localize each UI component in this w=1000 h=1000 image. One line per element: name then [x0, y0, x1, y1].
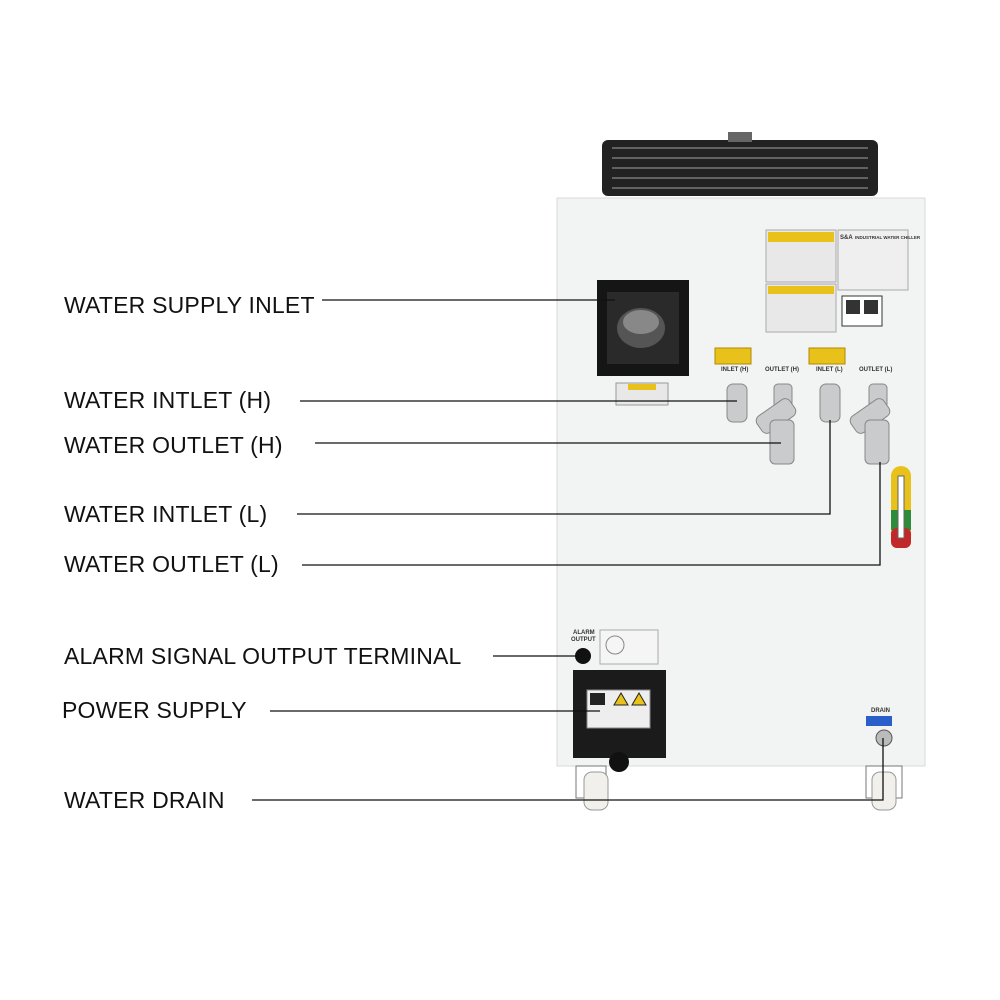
callout-power-supply: POWER SUPPLY — [62, 697, 247, 723]
callout-alarm-terminal: ALARM SIGNAL OUTPUT TERMINAL — [64, 643, 462, 669]
nameplate: S&A INDUSTRIAL WATER CHILLER — [765, 229, 921, 333]
nameplate-title: INDUSTRIAL WATER CHILLER — [855, 235, 921, 240]
callout-water-supply-inlet: WATER SUPPLY INLET — [64, 292, 315, 318]
label-drain: DRAIN — [871, 708, 890, 714]
label-outlet-l: OUTLET (L) — [859, 367, 892, 373]
callout-water-inlet-h: WATER INTLET (H) — [64, 387, 272, 413]
casters — [575, 765, 903, 811]
leader-lines — [252, 299, 884, 801]
callout-water-outlet-h: WATER OUTLET (H) — [64, 432, 283, 458]
label-inlet-h: INLET (H) — [721, 367, 748, 373]
callout-water-inlet-l: WATER INTLET (L) — [64, 501, 268, 527]
alarm-terminal-connector — [575, 648, 591, 664]
label-alarm: ALARM — [573, 630, 595, 636]
callout-water-outlet-l: WATER OUTLET (L) — [64, 551, 279, 577]
label-outlet-h: OUTLET (H) — [765, 367, 799, 373]
power-supply-box — [573, 670, 666, 772]
label-output: OUTPUT — [571, 637, 596, 643]
water-level-gauge — [891, 466, 911, 548]
water-supply-inlet-cap — [597, 280, 689, 406]
label-inlet-l: INLET (L) — [816, 367, 843, 373]
pipe-fittings — [726, 383, 891, 465]
brand-label: S&A — [840, 235, 853, 241]
callout-water-drain: WATER DRAIN — [64, 787, 225, 813]
drain-valve — [875, 729, 893, 747]
fan-guard — [602, 132, 878, 196]
